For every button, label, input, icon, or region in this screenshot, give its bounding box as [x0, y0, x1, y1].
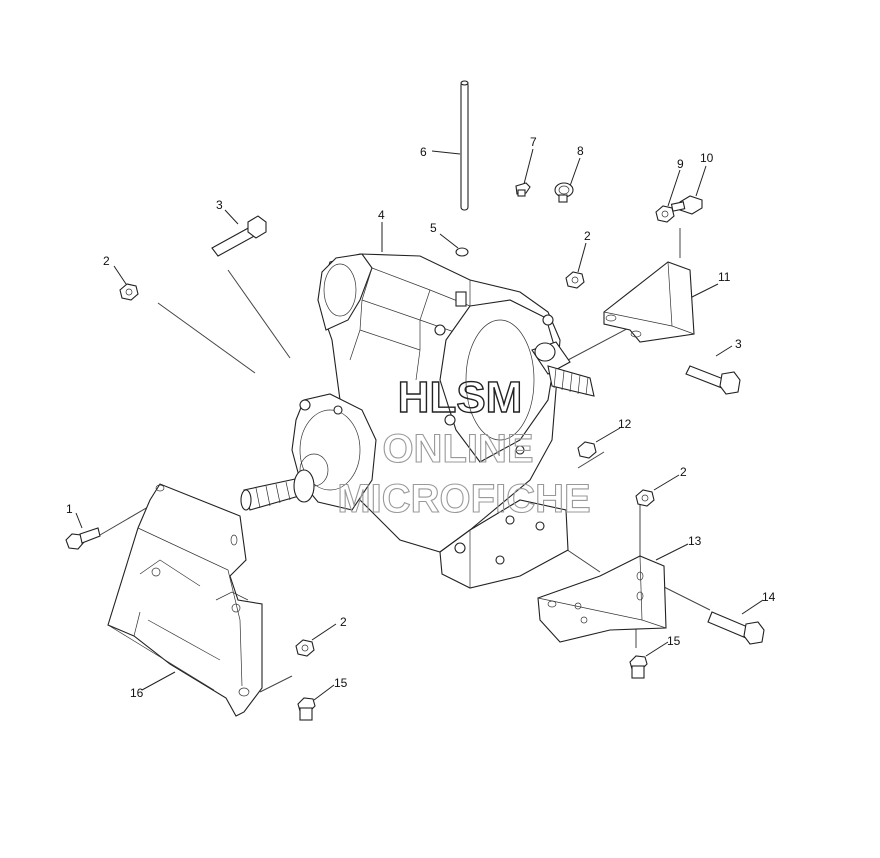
callout-6: 6 [420, 145, 427, 159]
callout-13: 13 [688, 534, 702, 548]
clamp-part-8 [554, 182, 574, 203]
bolt-part-10 [670, 195, 703, 215]
callout-7: 7 [530, 135, 537, 149]
fitting-part-7 [515, 182, 531, 197]
nut-part-2-b [565, 271, 585, 289]
bracket-part-13 [537, 555, 667, 643]
bolt-part-1 [65, 527, 101, 550]
callout-9: 9 [677, 157, 684, 171]
callout-2: 2 [584, 229, 591, 243]
watermark-line-2: ONLINE [382, 427, 533, 471]
watermark-line-1: HLSM [398, 373, 523, 422]
callout-14: 14 [762, 590, 776, 604]
nut-part-2-a [119, 283, 139, 301]
bolt-part-15-left [297, 697, 316, 721]
callout-11: 11 [718, 270, 731, 284]
watermark: HLSM ONLINE MICROFICHE [337, 372, 591, 521]
callout-3: 3 [216, 198, 223, 212]
plug-part-5 [455, 247, 469, 257]
callout-15: 15 [334, 676, 348, 690]
watermark-line-3: MICROFICHE [337, 477, 590, 521]
nut-part-12 [577, 441, 597, 459]
leader-lines [75, 148, 764, 701]
rod-part-6 [460, 80, 469, 211]
nut-part-2-c [635, 489, 655, 507]
bracket-part-11 [603, 261, 695, 343]
callout-4: 4 [378, 208, 385, 222]
callout-5: 5 [430, 221, 437, 235]
bolt-part-15-right [629, 655, 648, 679]
callout-12: 12 [618, 417, 632, 431]
callout-8: 8 [577, 144, 584, 158]
bracket-part-16 [107, 483, 263, 717]
transmission-part-4 [240, 253, 595, 589]
bolt-part-3-upper [211, 215, 267, 257]
nut-part-9 [655, 205, 675, 223]
callout-3: 3 [735, 337, 742, 351]
callout-labels: 1 2 2 2 2 3 3 4 5 6 7 8 9 10 11 12 13 14… [66, 135, 776, 700]
callout-16: 16 [130, 686, 144, 700]
callout-2: 2 [340, 615, 347, 629]
bolt-part-14 [707, 611, 765, 645]
nut-part-2-d [295, 639, 315, 657]
callout-1: 1 [66, 502, 73, 516]
bolt-part-3-right [685, 365, 741, 395]
callout-15: 15 [667, 634, 681, 648]
callout-2: 2 [103, 254, 110, 268]
callout-2: 2 [680, 465, 687, 479]
callout-10: 10 [700, 151, 714, 165]
